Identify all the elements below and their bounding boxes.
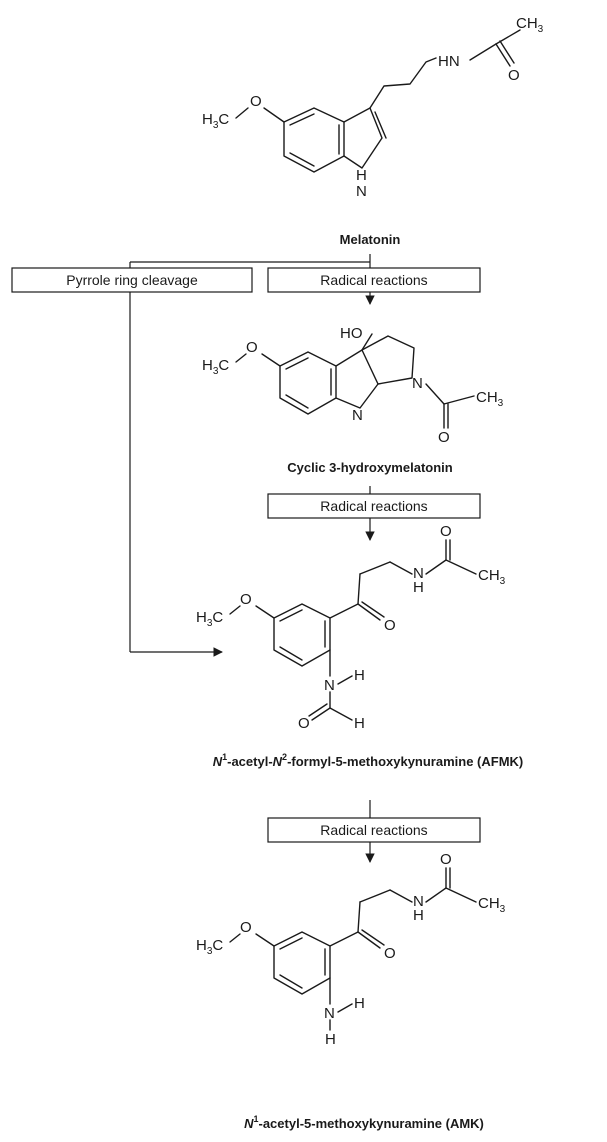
svg-text:H3C: H3C	[196, 609, 223, 629]
amk-ch3: CH	[478, 895, 500, 912]
box-radical-2: Radical reactions	[267, 493, 481, 519]
cyclic-name: Cyclic 3-hydroxymelatonin	[287, 460, 452, 475]
box-radical-3-label: Radical reactions	[320, 822, 427, 838]
afmk-name-n2: N	[273, 754, 283, 769]
svg-text:H3C: H3C	[196, 937, 223, 957]
svg-text:H3C: H3C	[202, 357, 229, 377]
amk-n: N	[413, 893, 424, 910]
afmk-ch3-sub: 3	[500, 576, 506, 587]
box-radical-1: Radical reactions	[267, 267, 481, 293]
cyc-n-ring: N	[412, 375, 423, 392]
melatonin-name: Melatonin	[340, 232, 401, 247]
amk-o-ketone: O	[384, 945, 396, 962]
afmk-o-ketone: O	[384, 617, 396, 634]
svg-text:CH3: CH3	[478, 567, 506, 587]
branch-connectors	[129, 254, 375, 657]
amk-name: N1-acetyl-5-methoxykynuramine (AMK)	[244, 1114, 484, 1131]
afmk-h3c-sub: 3	[207, 618, 213, 629]
amk-n-amine: N	[324, 1005, 335, 1022]
afmk-ch3: CH	[478, 567, 500, 584]
mel-o-methoxy: O	[250, 93, 262, 110]
afmk-structure: O N H CH3 O H3C O N H O H	[196, 523, 506, 732]
amk-name-n1: N	[244, 1116, 254, 1131]
cyc-o-methoxy: O	[246, 339, 258, 356]
mel-nh-n: N	[356, 183, 367, 200]
mel-ch3-sub: 3	[538, 24, 544, 35]
amk-o-top: O	[440, 851, 452, 868]
mel-h3c-c: C	[218, 111, 229, 128]
afmk-name-rest: -formyl-5-methoxykynuramine (AFMK)	[287, 754, 523, 769]
afmk-name-mid: -acetyl-	[227, 754, 273, 769]
cyc-ch3-sub: 3	[498, 398, 504, 409]
afmk-h-amide: H	[354, 667, 365, 684]
amk-h-amine-1: H	[354, 995, 365, 1012]
box-radical-1-label: Radical reactions	[320, 272, 427, 288]
mel-h3c-sub: 3	[213, 120, 219, 131]
cyc-ho: HO	[340, 325, 363, 342]
cyc-h3c-c: C	[218, 357, 229, 374]
amk-name-sup1: 1	[253, 1114, 258, 1124]
afmk-o-formyl: O	[298, 715, 310, 732]
box-pyrrole-cleavage: Pyrrole ring cleavage	[11, 267, 253, 293]
amk-h-amine-2: H	[325, 1031, 336, 1048]
amk-h3c-c: C	[212, 937, 223, 954]
svg-text:H3C: H3C	[202, 111, 229, 131]
afmk-h-formyl: H	[354, 715, 365, 732]
amk-o-methoxy: O	[240, 919, 252, 936]
cyclic-structure: HO N N CH3 O H3C O	[202, 325, 504, 446]
box-pyrrole-label: Pyrrole ring cleavage	[66, 272, 198, 288]
afmk-name: N1-acetyl-N2-formyl-5-methoxykynuramine …	[213, 752, 524, 769]
afmk-h3c-h: H	[196, 609, 207, 626]
box-radical-2-label: Radical reactions	[320, 498, 427, 514]
mel-nh-h: H	[356, 167, 367, 184]
cyc-ch3: CH	[476, 389, 498, 406]
afmk-name-n1: N	[213, 754, 223, 769]
svg-text:CH3: CH3	[516, 15, 544, 35]
mel-h3c-h: H	[202, 111, 213, 128]
cyc-n-bottom: N	[352, 407, 363, 424]
melatonin-structure: CH3 HN O H3C O H N	[202, 15, 544, 200]
amk-h3c-h: H	[196, 937, 207, 954]
afmk-h: H	[413, 579, 424, 596]
amk-ch3-sub: 3	[500, 904, 506, 915]
box-radical-3: Radical reactions	[267, 817, 481, 843]
svg-text:CH3: CH3	[476, 389, 504, 409]
amk-name-rest: -acetyl-5-methoxykynuramine (AMK)	[259, 1116, 484, 1131]
afmk-o-methoxy: O	[240, 591, 252, 608]
afmk-n-amide: N	[324, 677, 335, 694]
cyc-o: O	[438, 429, 450, 446]
mel-o: O	[508, 67, 520, 84]
amk-structure: O N H CH3 O H3C O N H H	[196, 851, 506, 1048]
afmk-h3c-c: C	[212, 609, 223, 626]
afmk-o-top: O	[440, 523, 452, 540]
cyc-h3c-sub: 3	[213, 366, 219, 377]
amk-h: H	[413, 907, 424, 924]
mel-ch3: CH	[516, 15, 538, 32]
amk-h3c-sub: 3	[207, 946, 213, 957]
mel-hn: HN	[438, 53, 460, 70]
cyc-h3c-h: H	[202, 357, 213, 374]
svg-text:CH3: CH3	[478, 895, 506, 915]
afmk-n: N	[413, 565, 424, 582]
afmk-name-sup1: 1	[222, 752, 227, 762]
afmk-name-sup2: 2	[282, 752, 287, 762]
